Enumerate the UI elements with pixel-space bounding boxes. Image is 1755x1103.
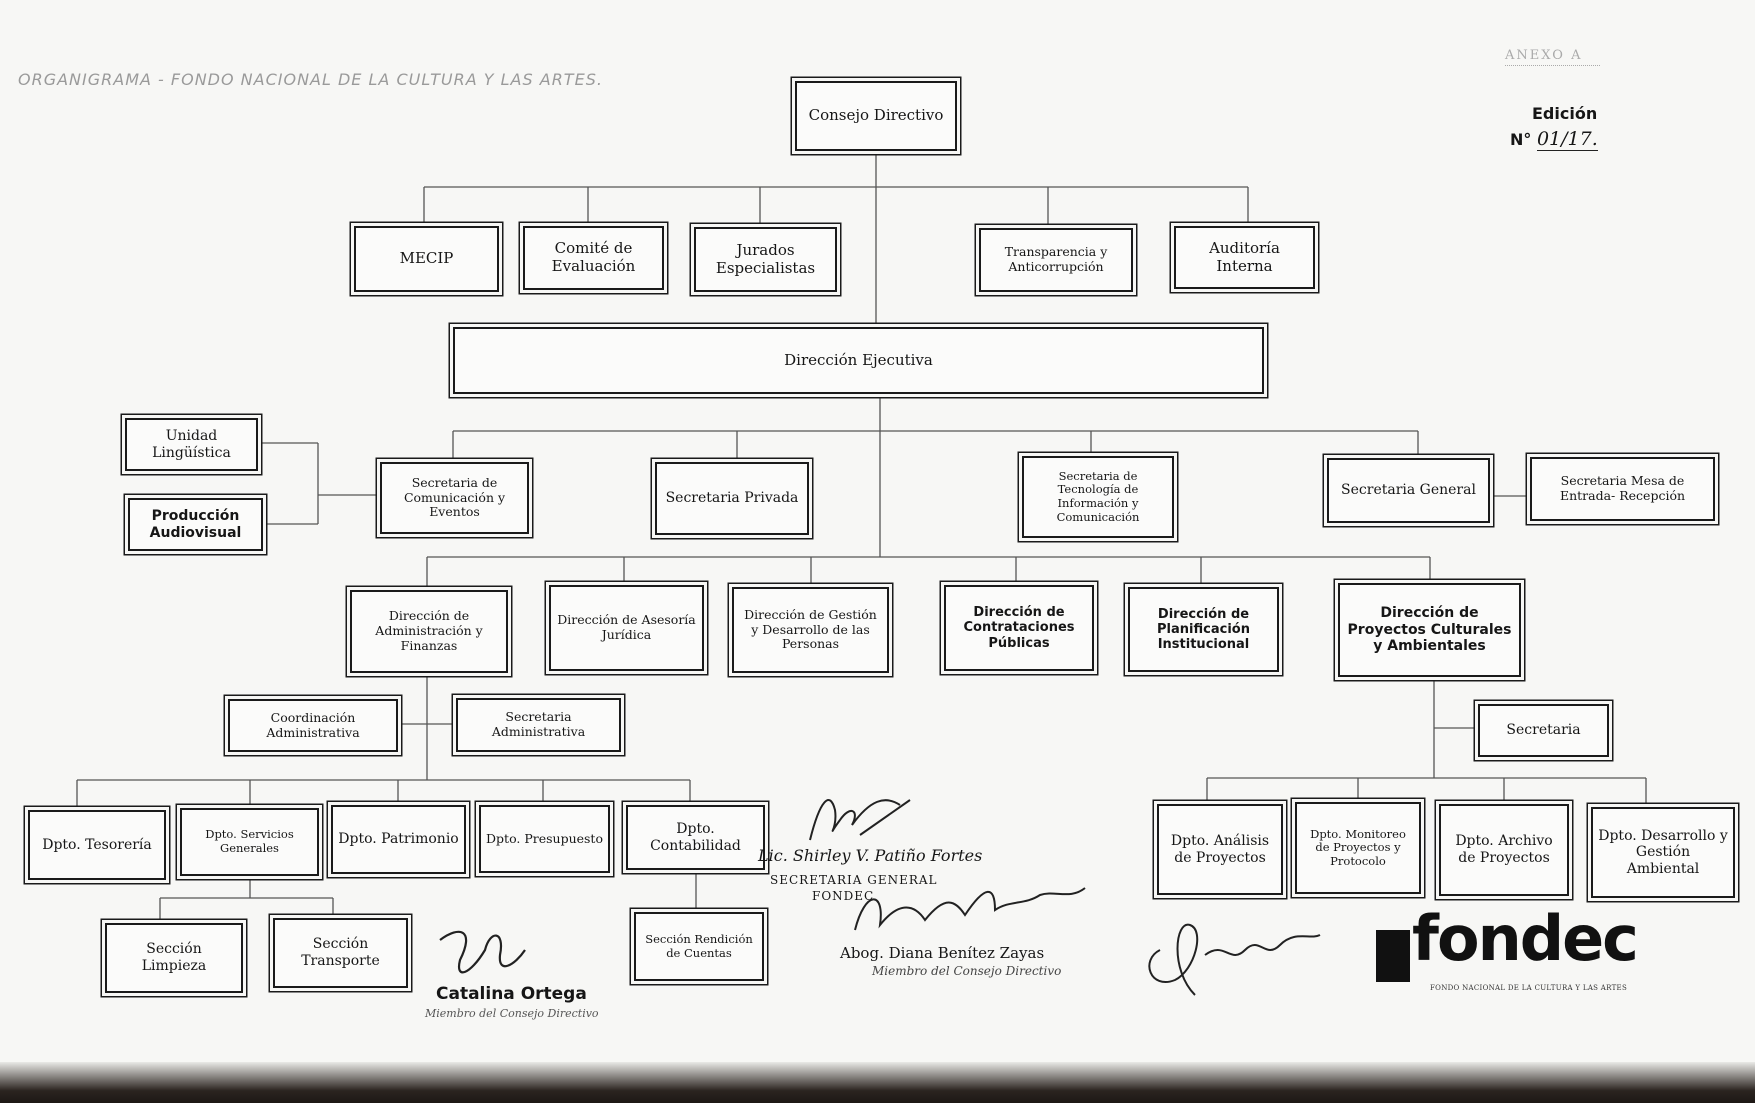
secretaria-mesa-entrada-box: Secretaria Mesa de Entrada- Recepción [1530, 457, 1715, 521]
direccion-ejecutiva-box: Dirección Ejecutiva [453, 327, 1264, 394]
signature-1-org: FONDEC [812, 889, 875, 903]
signature-mark-1 [809, 799, 911, 841]
direccion-administracion-box: Dirección de Administración y Finanzas [350, 590, 508, 673]
signature-2-role: Miembro del Consejo Directivo [872, 964, 1062, 978]
signature-mark-4 [1148, 923, 1321, 996]
direccion-proyectos-box: Dirección de Proyectos Culturales y Ambi… [1338, 583, 1521, 677]
comite-evaluacion-box: Comité de Evaluación [523, 226, 664, 290]
signature-1-name: Lic. Shirley V. Patiño Fortes [758, 846, 983, 865]
secretaria-box: Secretaria [1478, 704, 1609, 757]
auditoria-interna-box: Auditoría Interna [1174, 226, 1315, 289]
mecip-box: MECIP [354, 226, 499, 292]
signature-mark-2 [854, 887, 1086, 931]
secretaria-tecnologia-box: Secretaria de Tecnología de Información … [1022, 456, 1174, 538]
signature-1-role: SECRETARIA GENERAL [770, 873, 938, 887]
signature-3-name: Catalina Ortega [436, 984, 587, 1004]
signature-3-role: Miembro del Consejo Directivo [425, 1007, 599, 1020]
dpto-archivo-proyectos-box: Dpto. Archivo de Proyectos [1439, 804, 1569, 896]
secretaria-general-box: Secretaria General [1327, 458, 1490, 523]
secretaria-privada-box: Secretaria Privada [655, 462, 809, 535]
dpto-analisis-proyectos-box: Dpto. Análisis de Proyectos [1157, 804, 1283, 895]
secretaria-administrativa-box: Secretaria Administrativa [456, 698, 621, 752]
secretaria-comunicacion-box: Secretaria de Comunicación y Eventos [380, 462, 529, 534]
fondec-logo-word: fondec [1412, 902, 1639, 975]
consejo-directivo-box: Consejo Directivo [795, 81, 957, 151]
fondec-logo-subtitle: FONDO NACIONAL DE LA CULTURA Y LAS ARTES [1430, 984, 1628, 992]
direccion-gestion-personas-box: Dirección de Gestión y Desarrollo de las… [732, 587, 889, 673]
direccion-juridica-box: Dirección de Asesoría Jurídica [549, 585, 704, 671]
signature-mark-3 [439, 930, 526, 974]
dpto-desarrollo-ambiental-box: Dpto. Desarrollo y Gestión Ambiental [1591, 807, 1735, 898]
direccion-planificacion-box: Dirección de Planificación Institucional [1128, 587, 1279, 672]
seccion-rendicion-cuentas-box: Sección Rendición de Cuentas [634, 912, 764, 981]
dpto-presupuesto-box: Dpto. Presupuesto [479, 805, 610, 873]
jurados-especialistas-box: Jurados Especialistas [694, 227, 837, 292]
edition-number: N° 01/17. [1510, 128, 1598, 151]
annex-label: ANEXO A [1505, 48, 1601, 66]
produccion-audiovisual-box: Producción Audiovisual [128, 498, 263, 551]
dpto-patrimonio-box: Dpto. Patrimonio [331, 805, 466, 874]
dpto-contabilidad-box: Dpto. Contabilidad [626, 805, 765, 870]
paper-edge [0, 1062, 1755, 1103]
seccion-limpieza-box: Sección Limpieza [105, 923, 243, 993]
edition-number-prefix: N° [1510, 130, 1532, 149]
dpto-monitoreo-proyectos-box: Dpto. Monitoreo de Proyectos y Protocolo [1295, 802, 1421, 894]
transparencia-box: Transparencia y Anticorrupción [979, 228, 1133, 292]
seccion-transporte-box: Sección Transporte [273, 918, 408, 988]
dpto-servicios-generales-box: Dpto. Servicios Generales [180, 808, 319, 876]
signature-2-name: Abog. Diana Benítez Zayas [840, 944, 1045, 962]
unidad-linguistica-box: Unidad Lingüística [125, 418, 258, 471]
document-title: ORGANIGRAMA - FONDO NACIONAL DE LA CULTU… [18, 70, 603, 89]
coordinacion-administrativa-box: Coordinación Administrativa [228, 699, 398, 752]
edition-label: Edición [1532, 104, 1598, 123]
fondec-logo-block [1376, 930, 1410, 982]
dpto-tesoreria-box: Dpto. Tesorería [28, 810, 166, 880]
direccion-contrataciones-box: Dirección de Contrataciones Públicas [944, 585, 1094, 671]
edition-number-value: 01/17. [1536, 128, 1598, 151]
